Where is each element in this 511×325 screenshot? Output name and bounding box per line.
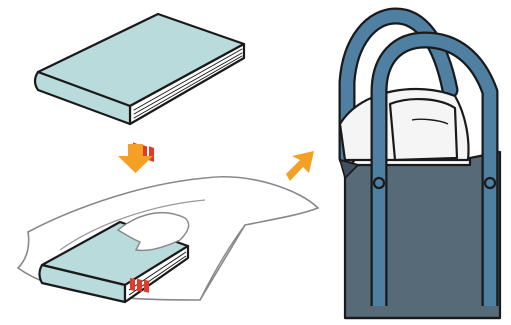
book-icon [35,14,244,162]
tote-bag-icon [340,16,500,318]
arrow-down-icon [118,144,153,173]
book-in-plastic-bag-icon [18,177,318,302]
arrow-diagonal-up-right-icon [286,151,314,181]
